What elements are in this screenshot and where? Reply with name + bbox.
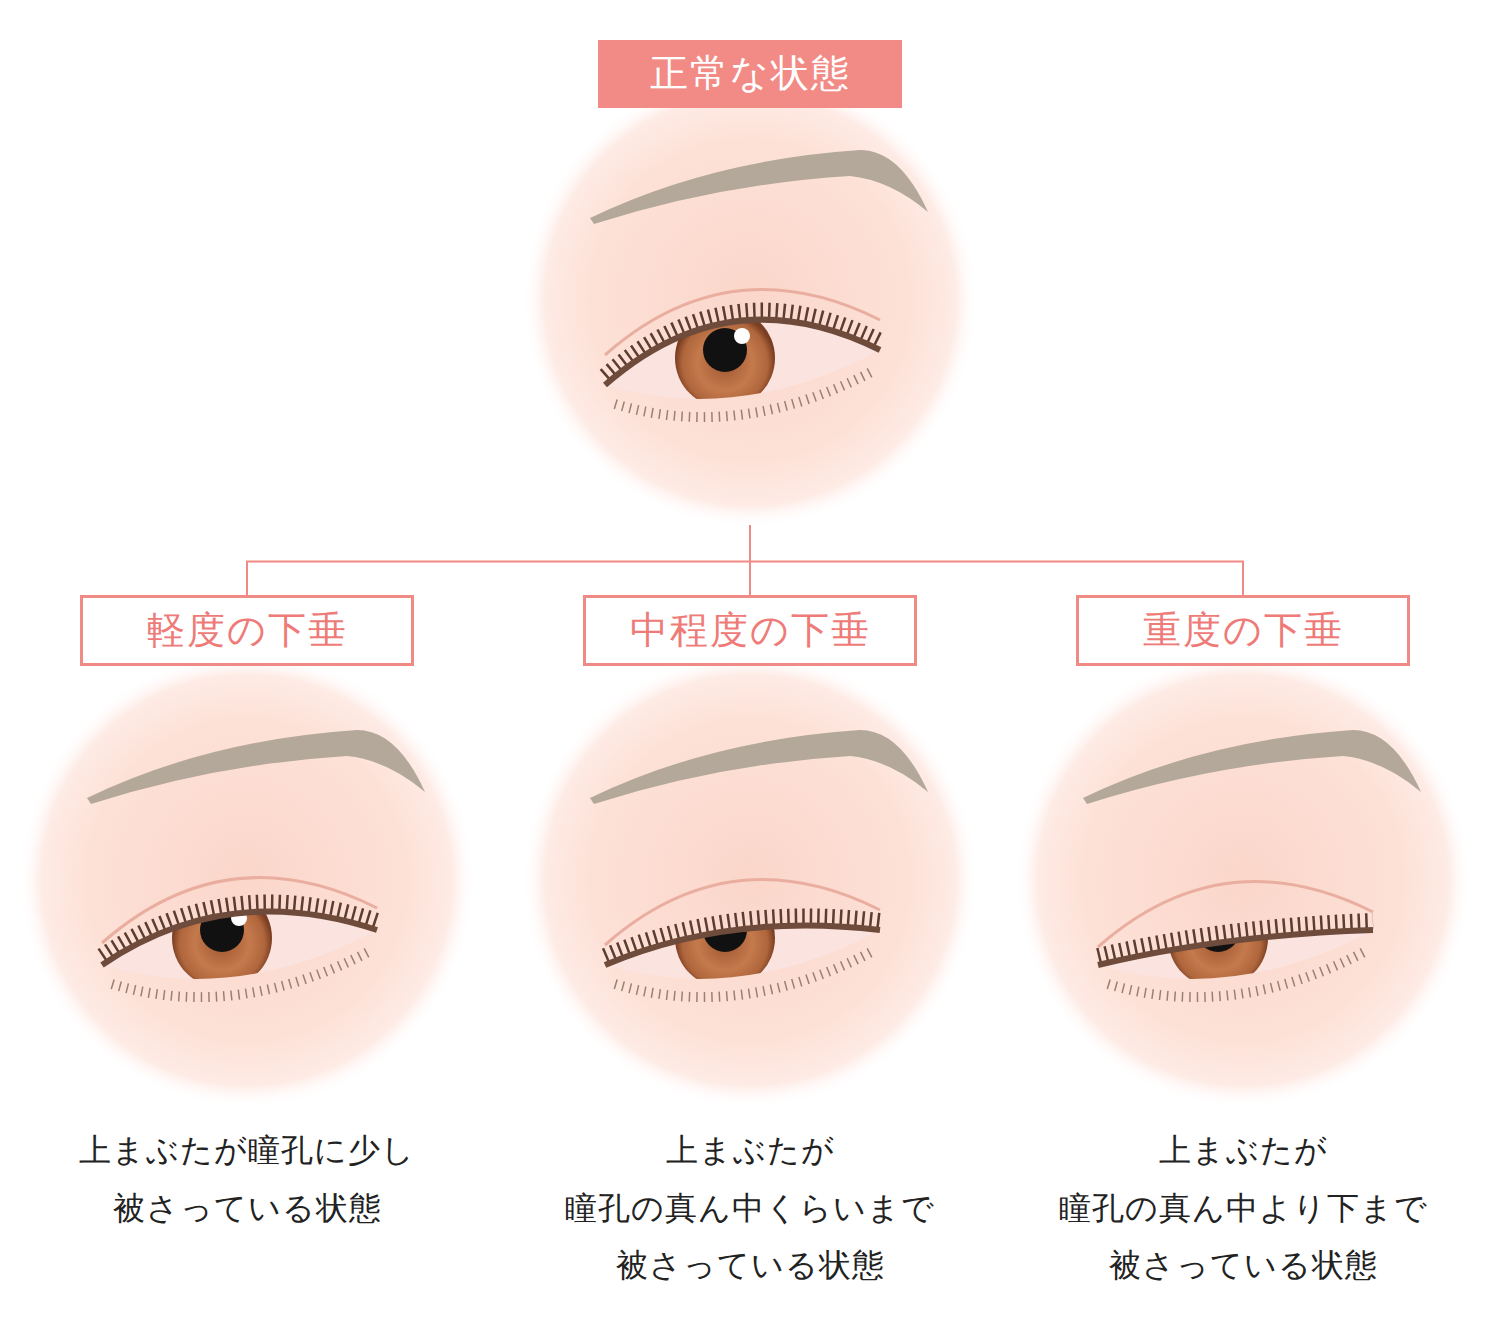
- eyebrow: [87, 730, 425, 804]
- upper-lid: [1098, 930, 1373, 965]
- upper-lid: [605, 925, 880, 965]
- mild-ptosis-eye: [19, 652, 475, 1108]
- level-box: 軽度の下垂: [80, 595, 414, 666]
- heading-box: 正常な状態: [598, 40, 902, 108]
- upper-lid: [102, 911, 377, 965]
- level-box-frame: 中程度の下垂: [583, 595, 917, 666]
- level-box: 中程度の下垂: [583, 595, 917, 666]
- skin-circle: [522, 72, 978, 528]
- eyebrow: [590, 150, 928, 224]
- severe-ptosis-eye: [1015, 652, 1471, 1108]
- skin-circle: [522, 652, 978, 1108]
- level-box-frame: 重度の下垂: [1076, 595, 1410, 666]
- tree-connector: [247, 525, 750, 595]
- moderate-ptosis-eye: [522, 652, 978, 1108]
- heading-group: 正常な状態: [525, 40, 975, 525]
- level-label: 重度の下垂: [1143, 608, 1344, 654]
- skin-circle: [19, 652, 475, 1108]
- upper-lid: [605, 320, 880, 385]
- skin-circle: [1015, 652, 1471, 1108]
- tree-connector: [750, 525, 1243, 595]
- lower-lashes: [112, 950, 372, 997]
- level-label: 軽度の下垂: [147, 608, 348, 654]
- heading-text: 正常な状態: [650, 51, 851, 97]
- caption-text: 上まぶたが 瞳孔の真ん中くらいまで 被さっている状態: [520, 1122, 980, 1295]
- caption-text: 上まぶたが瞳孔に少し 被さっている状態: [17, 1122, 477, 1237]
- level-box-frame: 軽度の下垂: [80, 595, 414, 666]
- level-box: 重度の下垂: [1076, 595, 1410, 666]
- caption-text: 上まぶたが 瞳孔の真ん中より下まで 被さっている状態: [1013, 1122, 1473, 1295]
- normal-eye: [522, 72, 978, 528]
- lower-lashes: [615, 950, 875, 997]
- lower-lashes: [615, 370, 875, 417]
- level-label: 中程度の下垂: [630, 608, 871, 654]
- eyebrow: [590, 730, 928, 804]
- eyebrow: [1083, 730, 1421, 804]
- highlight: [734, 328, 750, 344]
